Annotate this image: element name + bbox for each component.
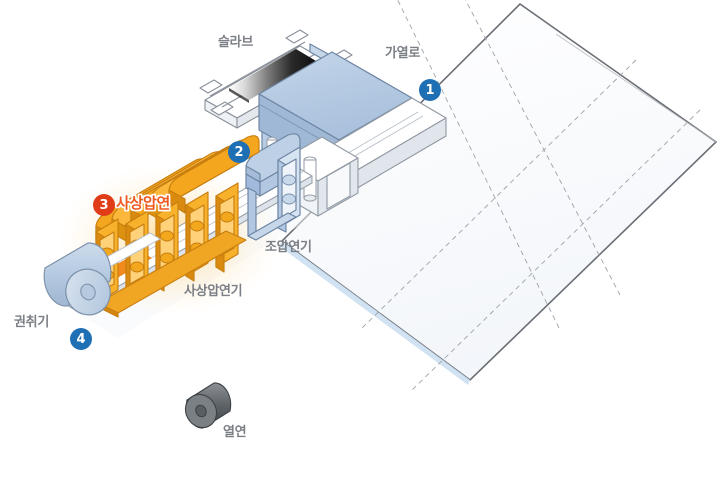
roughing-mill-stand	[245, 133, 301, 241]
mill-hoods	[95, 135, 260, 250]
label-coiler: 권취기	[14, 315, 49, 330]
finishing-mill-train	[95, 135, 260, 318]
label-roughing-mill: 조압연기	[265, 240, 312, 255]
label-furnace: 가열로	[385, 46, 420, 61]
hot-coil-product	[184, 382, 232, 429]
step-badge-2[interactable]: 2	[228, 141, 250, 163]
floor-plane	[279, 0, 718, 391]
step-badge-1[interactable]: 1	[419, 79, 441, 101]
coiler-coil	[43, 232, 162, 316]
label-slab: 슬라브	[218, 35, 253, 50]
slab-plate	[229, 49, 316, 103]
label-finishing-mill: 사상압연기	[184, 284, 243, 299]
label-finishing-process: 사상압연	[116, 194, 171, 212]
step-badge-4[interactable]: 4	[70, 328, 92, 350]
step-badge-3[interactable]: 3	[93, 194, 115, 216]
label-hot-coil: 열연	[223, 425, 247, 440]
